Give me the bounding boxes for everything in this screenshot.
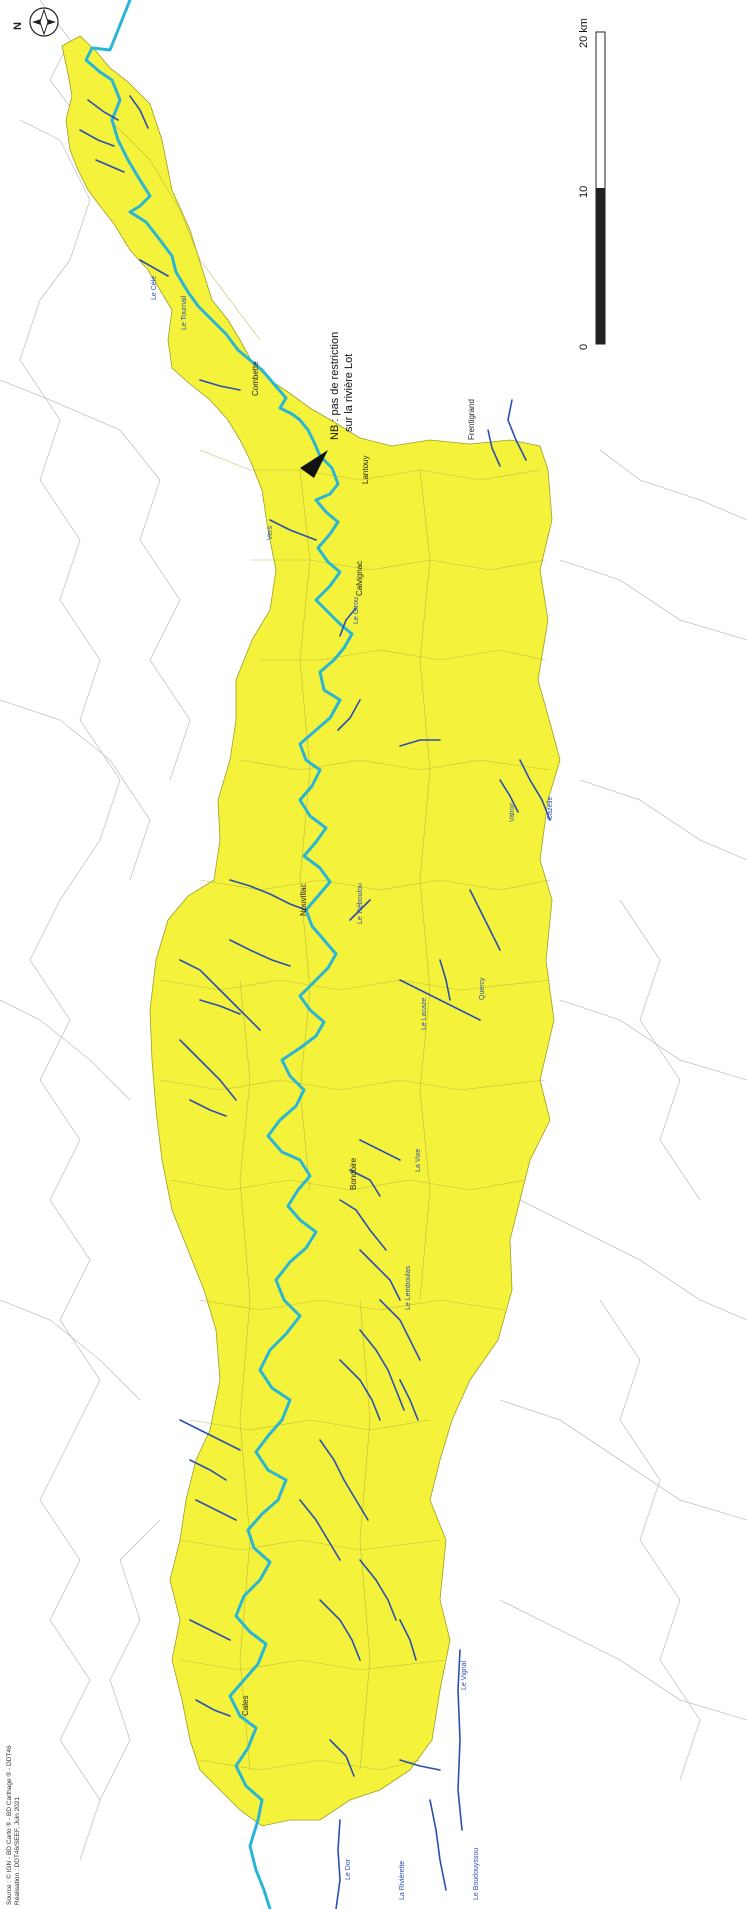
river-label: Le Vignal [461,1660,468,1690]
river-label: La Rivièrette [399,1861,406,1900]
scale-tick-10: 10 [578,185,590,198]
river-label: Quercy [479,977,486,1000]
river-label: Le Dor [345,1858,352,1880]
river-label: Vers [267,525,274,540]
restriction-zone [61,35,561,1827]
river-label: Le Lemboulas [405,1266,412,1310]
river-label: Le Lacaze [421,998,428,1030]
scale-tick-0: 0 [578,343,590,350]
source-credit: Source : © IGN - BD Carto ® - BD Carthag… [6,1745,22,1905]
river-label: Valroc [509,802,516,822]
annotation-line-2: sur la rivière Lot [343,353,355,432]
river-label: Cazelle [547,797,554,820]
place-label: Frentigrand [467,399,476,440]
north-arrow-icon [29,7,59,37]
source-line-1: Source : © IGN - BD Carto ® - BD Carthag… [6,1745,13,1905]
river-label: Le Girou [353,597,360,624]
tributaries [79,95,551,1909]
river-label: La Vixe [415,1149,422,1172]
place-label: Combette [251,361,260,396]
main-river-lot [84,0,354,1909]
annotation-note: NB : pas de restriction sur la rivière L… [328,332,356,440]
place-label: Calvignac [355,561,364,596]
annotation-line-1: NB : pas de restriction [329,331,341,440]
river-label: Le Boudouyssou [473,1848,480,1900]
zone-commune-borders [109,119,551,1771]
place-label: Cales [241,1696,250,1716]
scale-tick-20: 20 km [578,18,590,48]
river-label: Le Tournail [181,295,188,330]
river-label: Le Tréboulou [357,883,364,924]
source-line-2: Réalisation : DDT46/SEEF, Juin 2021 [14,1796,21,1905]
place-label: Nouvillac [299,884,308,916]
place-label: Lantouy [361,456,370,484]
north-label: N [12,22,24,30]
place-label: Bondoire [349,1157,358,1190]
scale-bar [595,31,606,345]
commune-boundaries [0,0,747,1861]
map-labels: Lantouy Calvignac Le Girou Vers Nouvilla… [151,276,554,1900]
river-label: Le Célé [151,276,158,300]
annotation-arrow [300,450,328,478]
